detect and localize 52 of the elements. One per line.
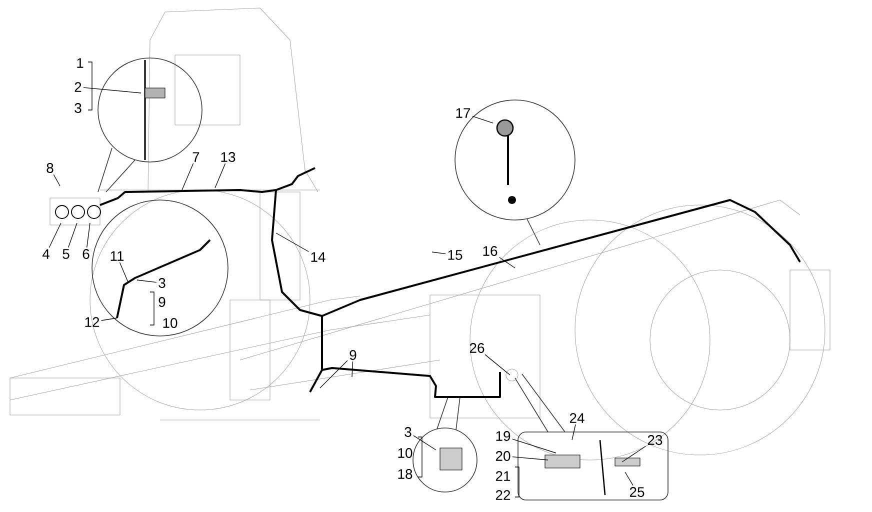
leader-line <box>101 318 118 321</box>
leader-line <box>136 280 157 283</box>
callout-number: 13 <box>221 152 236 162</box>
callout-number: 6 <box>82 249 90 259</box>
leader-line <box>413 435 436 450</box>
callout-number: 2 <box>74 82 82 92</box>
leader-line <box>472 116 494 124</box>
leader-line <box>86 222 90 248</box>
callout-number: 10 <box>163 318 178 328</box>
callout-number: 11 <box>110 251 124 261</box>
leader-line <box>320 360 348 388</box>
leader-line <box>48 222 62 248</box>
leader-line <box>53 174 60 186</box>
callout-number: 3 <box>404 427 412 437</box>
callout-number: 18 <box>398 469 412 479</box>
callout-number: 8 <box>46 163 54 173</box>
callout-number: 20 <box>496 451 510 461</box>
callout-number: 21 <box>496 471 510 481</box>
leader-line <box>432 252 446 254</box>
callout-number: 4 <box>42 249 50 259</box>
callout-number: 3 <box>74 103 82 113</box>
callout-number: 17 <box>456 108 470 118</box>
leader-line <box>68 222 78 248</box>
leader-line <box>352 361 354 378</box>
callout-number: 3 <box>158 278 166 288</box>
leader-line <box>572 424 576 440</box>
callout-number: 19 <box>496 431 510 441</box>
callout-number: 9 <box>350 350 356 360</box>
callout-number: 23 <box>648 435 662 445</box>
callout-number: 12 <box>85 317 100 327</box>
callout-number: 15 <box>448 250 462 260</box>
leader-line <box>499 257 516 268</box>
leader-line <box>512 438 556 454</box>
leader-line <box>214 163 226 188</box>
callout-number: 16 <box>483 246 498 256</box>
leader-line <box>276 232 309 252</box>
leader-line <box>484 354 510 376</box>
callout-number: 14 <box>311 252 326 262</box>
callout-number: 1 <box>77 58 84 68</box>
callout-number: 7 <box>192 152 200 162</box>
callout-number: 22 <box>496 490 510 500</box>
leader-line <box>119 262 128 282</box>
callout-number: 10 <box>398 448 412 458</box>
leader-line <box>182 163 194 190</box>
leader-line <box>624 472 634 486</box>
leader-line <box>83 87 142 94</box>
leader-line <box>512 456 548 460</box>
callout-number: 5 <box>62 249 70 259</box>
callout-number: 9 <box>158 297 166 307</box>
callout-number: 26 <box>470 343 484 353</box>
callout-number: 25 <box>630 487 644 497</box>
callout-number: 24 <box>570 413 584 423</box>
